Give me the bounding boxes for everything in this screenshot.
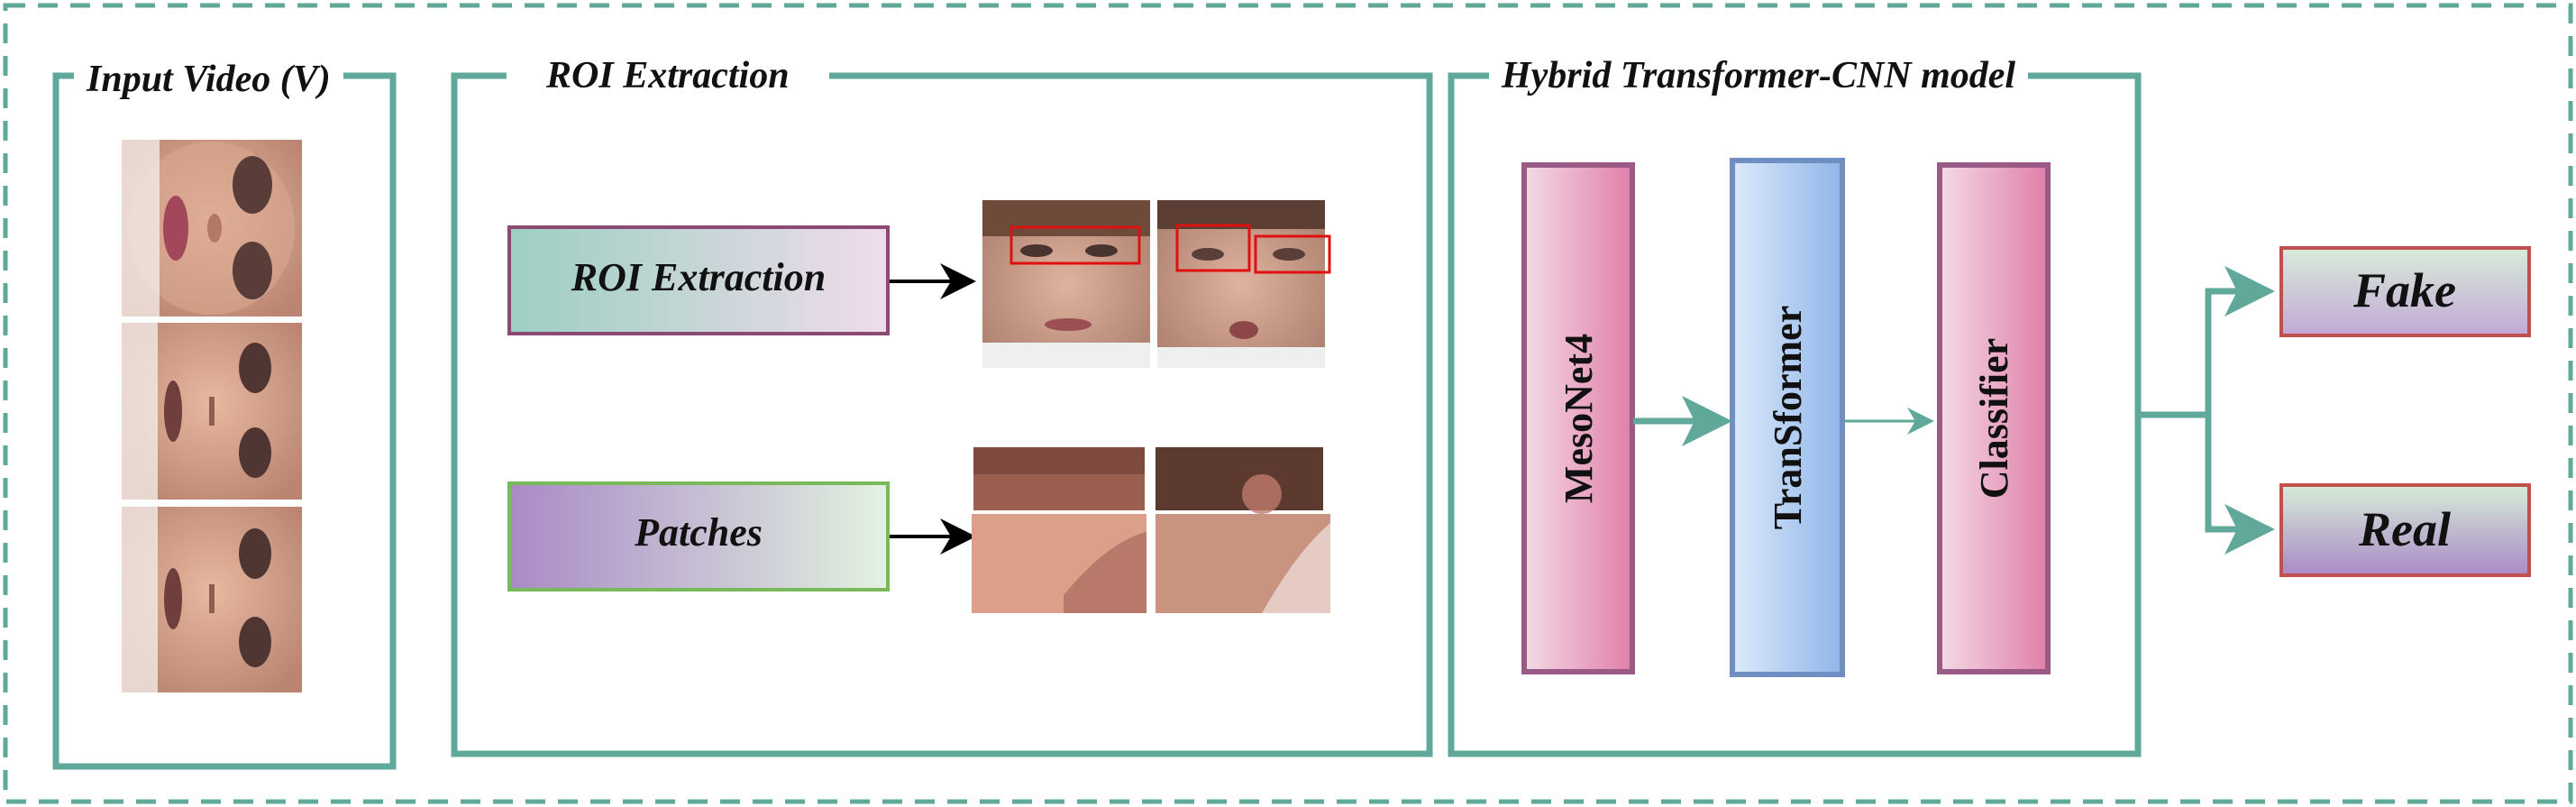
classifier-label: Classifier [1972, 338, 2016, 499]
real-output-box [2279, 483, 2531, 577]
patches-box [507, 481, 890, 591]
roi-eye-highlight-1 [1009, 225, 1141, 265]
outer-dashed-border [3, 3, 2573, 804]
roi-face-2 [1157, 200, 1331, 368]
input-video-title: Input Video (V) [74, 56, 343, 103]
input-frame-1 [122, 140, 302, 316]
input-frame-3 [122, 507, 302, 692]
transformer-block [1730, 158, 1845, 677]
real-output-label: Real [2358, 502, 2451, 556]
classifier-block [1937, 162, 2051, 674]
roi-eye-highlight-2 [1175, 224, 1251, 272]
mesonet4-block [1521, 162, 1635, 674]
output-branch-arrows [2141, 266, 2275, 555]
mesonet4-label: MesoNet4 [1557, 334, 1601, 503]
patch-2 [1156, 447, 1323, 510]
roi-eye-highlight-3 [1254, 234, 1331, 274]
roi-extraction-title: ROI Extraction [507, 52, 829, 99]
roi-extraction-box-label: ROI Extraction [571, 255, 826, 299]
hybrid-model-title: Hybrid Transformer-CNN model [1489, 52, 2029, 99]
input-frame-2 [122, 323, 302, 500]
roi-extraction-frame [451, 72, 1433, 757]
patch-crops [972, 447, 1330, 613]
fake-output-label: Fake [2352, 263, 2456, 317]
patches-box-label: Patches [634, 510, 763, 555]
roi-face-1 [982, 200, 1150, 368]
fake-output-box [2279, 246, 2531, 337]
transformer-label: TranSformer [1766, 306, 1810, 529]
roi-extraction-box [507, 225, 890, 335]
